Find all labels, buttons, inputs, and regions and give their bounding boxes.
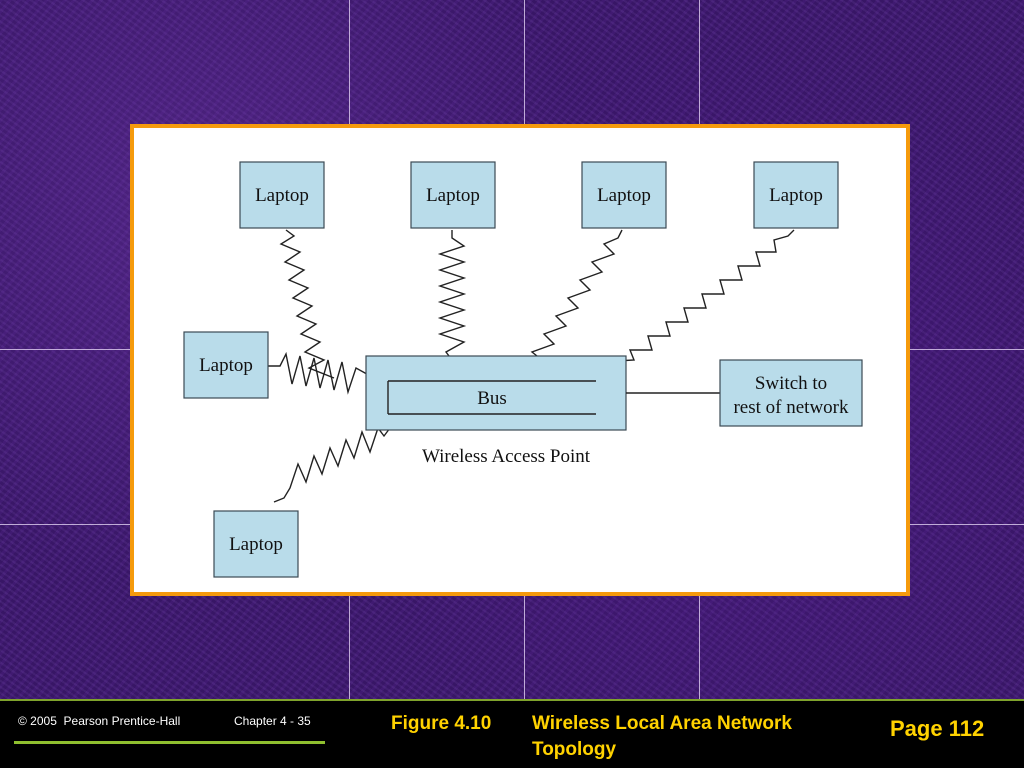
laptop-node: Laptop xyxy=(753,161,839,229)
laptop-label: Laptop xyxy=(255,185,309,206)
laptop-label: Laptop xyxy=(597,185,651,206)
switch-label-line2: rest of network xyxy=(733,397,849,418)
laptop-node: Laptop xyxy=(239,161,325,229)
figure-title: Wireless Local Area Network Topology xyxy=(532,713,792,760)
copyright-text: © 2005 Pearson Prentice-Hall xyxy=(18,714,181,728)
wireless-link xyxy=(279,229,335,379)
laptop-node: Laptop xyxy=(183,331,269,399)
wireless-link xyxy=(268,351,387,395)
footer-underline xyxy=(14,741,325,744)
wireless-links xyxy=(268,229,795,503)
switch-label-line1: Switch to xyxy=(755,373,827,394)
slide-footer xyxy=(0,700,1024,768)
wireless-link xyxy=(526,229,623,361)
bus: Bus xyxy=(387,380,596,415)
figure-number: Figure 4.10 xyxy=(391,713,492,734)
laptop-node: Laptop xyxy=(410,161,496,229)
laptop-label: Laptop xyxy=(199,355,253,376)
access-point-label: Wireless Access Point xyxy=(422,446,591,467)
wlan-topology-diagram: Laptop Laptop Laptop Laptop Laptop Lapto… xyxy=(183,161,863,578)
diagram-frame: Laptop Laptop Laptop Laptop Laptop Lapto… xyxy=(130,124,910,596)
switch-node: Switch to rest of network xyxy=(719,359,863,427)
footer-rule xyxy=(0,699,1024,701)
laptop-label: Laptop xyxy=(229,534,283,555)
laptop-node: Laptop xyxy=(213,510,299,578)
laptop-label: Laptop xyxy=(426,185,480,206)
bus-label: Bus xyxy=(477,388,507,409)
laptop-label: Laptop xyxy=(769,185,823,206)
chapter-slide-number: Chapter 4 - 35 xyxy=(234,714,311,728)
laptop-node: Laptop xyxy=(581,161,667,229)
wireless-access-point xyxy=(365,355,627,431)
wireless-link xyxy=(273,426,391,503)
wireless-link xyxy=(437,230,467,361)
page-number: Page 112 xyxy=(890,716,985,741)
wireless-link xyxy=(599,229,795,363)
